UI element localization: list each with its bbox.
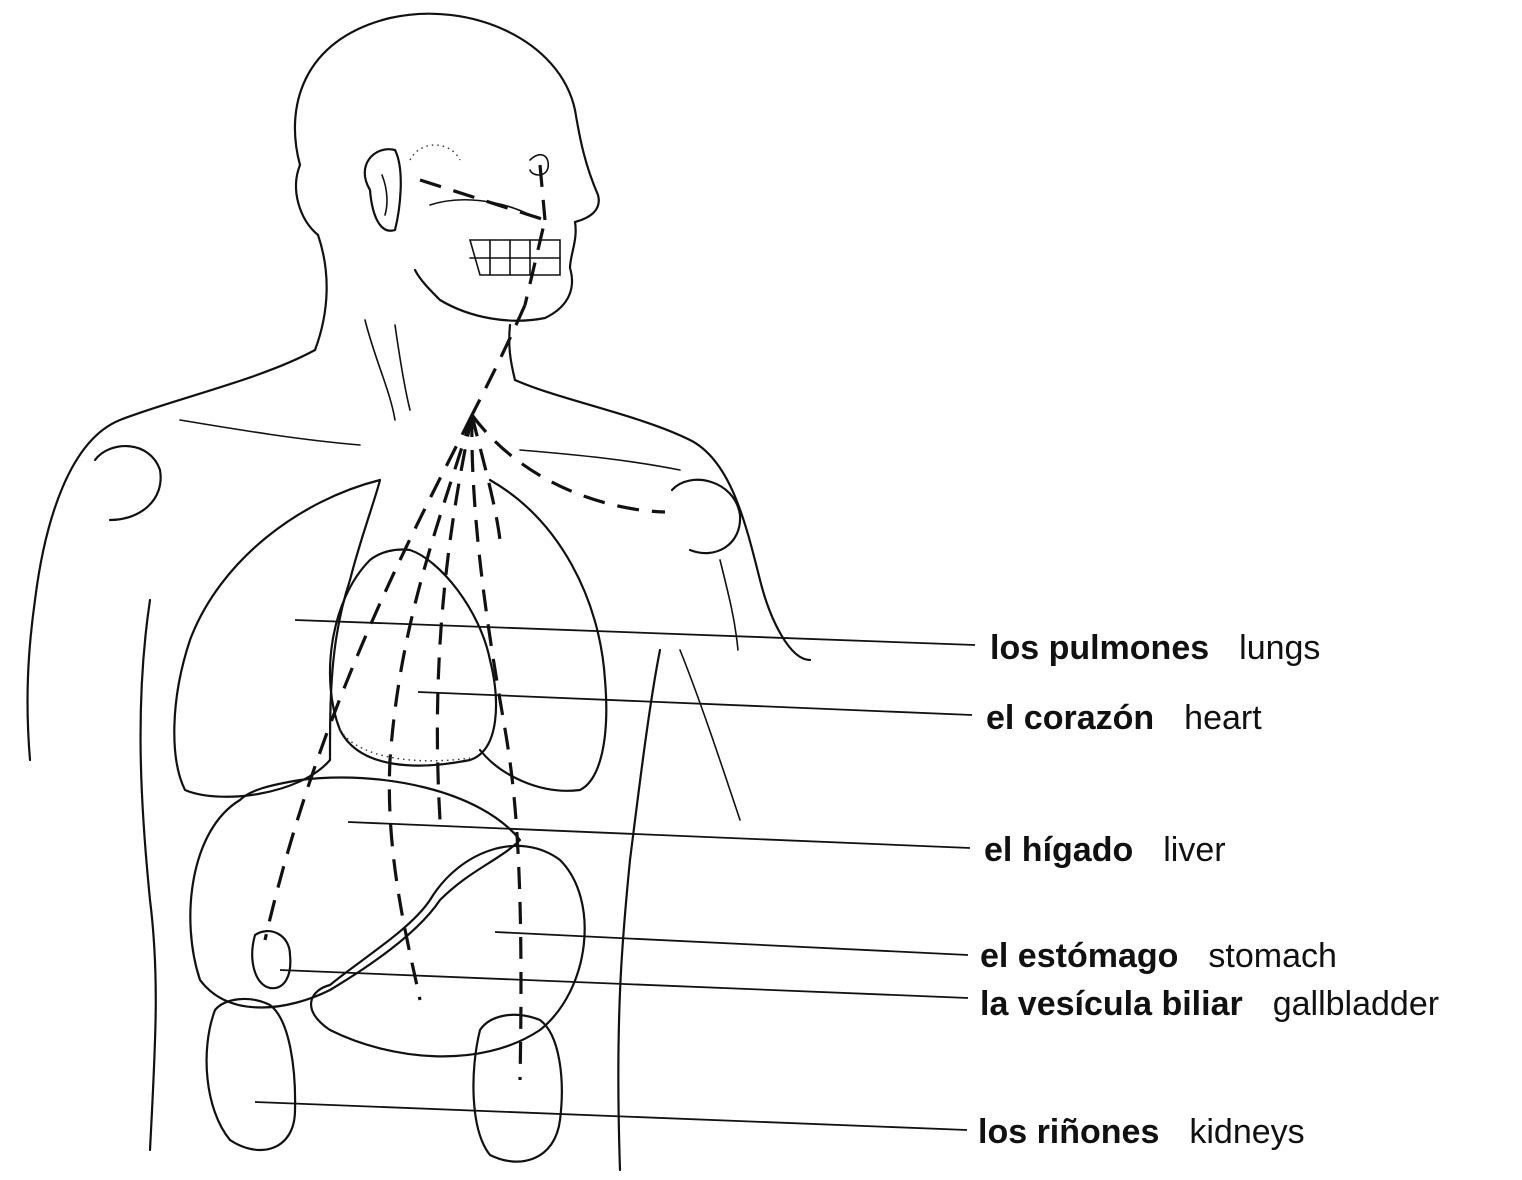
- label-liver-english: liver: [1163, 831, 1225, 869]
- label-stomach: el estómago stomach: [980, 936, 1337, 976]
- label-liver: el hígado liver: [984, 830, 1226, 870]
- label-kidneys-spanish: los riñones: [978, 1113, 1159, 1151]
- label-heart-spanish: el corazón: [986, 699, 1154, 737]
- label-kidneys: los riñones kidneys: [978, 1112, 1305, 1152]
- label-gallbladder: la vesícula biliar gallbladder: [980, 984, 1439, 1024]
- leader-stomach: [495, 932, 968, 955]
- lungs-shape: [174, 480, 606, 797]
- label-gallbladder-spanish: la vesícula biliar: [980, 985, 1243, 1023]
- leader-kidneys: [255, 1102, 967, 1130]
- leader-liver: [348, 822, 970, 848]
- label-stomach-spanish: el estómago: [980, 937, 1178, 975]
- label-lungs-spanish: los pulmones: [990, 629, 1209, 667]
- label-lungs-english: lungs: [1239, 629, 1320, 667]
- heart-shape: [330, 549, 496, 765]
- label-lungs: los pulmones lungs: [990, 628, 1320, 668]
- torso-outline: [28, 350, 810, 1170]
- leader-lungs: [295, 620, 975, 645]
- leader-gallbladder: [280, 970, 968, 998]
- neck-outline: [315, 235, 515, 420]
- kidneys-shape: [207, 999, 562, 1162]
- label-stomach-english: stomach: [1208, 937, 1337, 975]
- gallbladder-shape: [252, 931, 290, 988]
- label-gallbladder-english: gallbladder: [1273, 985, 1439, 1023]
- label-heart: el corazón heart: [986, 698, 1262, 738]
- label-liver-spanish: el hígado: [984, 831, 1133, 869]
- nerve-paths: [265, 165, 665, 1080]
- label-heart-english: heart: [1184, 699, 1262, 737]
- label-kidneys-english: kidneys: [1189, 1113, 1304, 1151]
- stomach-shape: [311, 846, 585, 1056]
- head-outline: [295, 14, 599, 321]
